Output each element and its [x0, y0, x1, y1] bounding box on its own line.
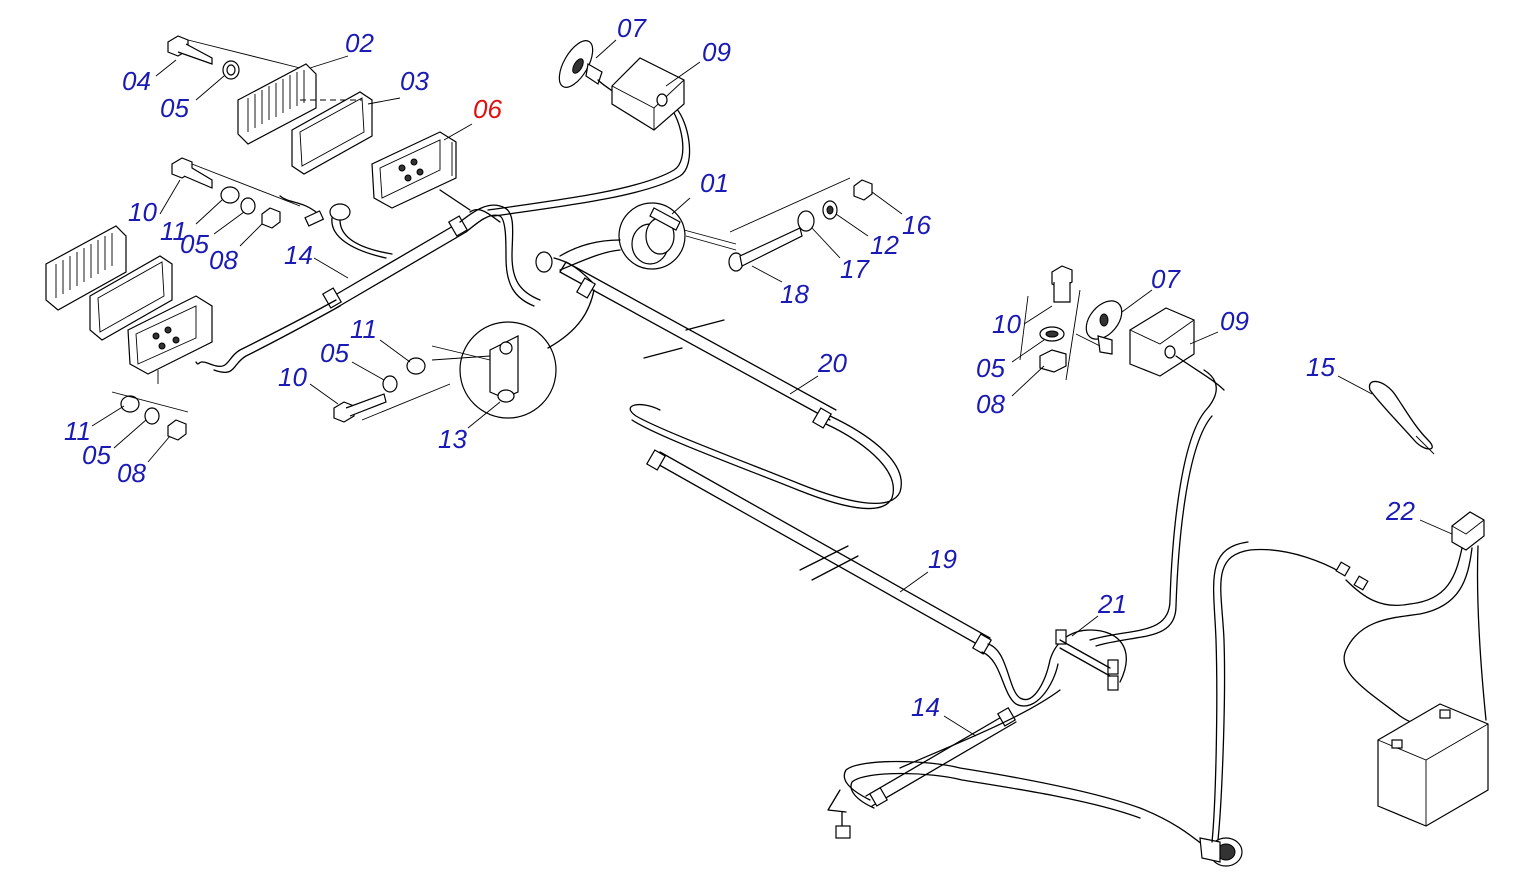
part-label-l04: 04 — [122, 66, 151, 96]
pin-18 — [728, 227, 803, 272]
washer-17 — [797, 210, 815, 232]
part-label-l08b: 08 — [976, 389, 1005, 419]
part-label-l05b: 05 — [180, 229, 209, 259]
part-label-l10a: 10 — [128, 197, 157, 227]
part-label-l07b: 07 — [1151, 264, 1181, 294]
bolt-04 — [167, 35, 301, 69]
part-label-l20: 20 — [817, 348, 847, 378]
horn-cover-09-upper — [611, 57, 685, 131]
part-label-l11a: 11 — [160, 216, 187, 246]
harness-rail-19 — [645, 449, 1127, 707]
washer-05-top — [222, 60, 240, 80]
axis-line-right — [729, 177, 851, 233]
trailer-plug — [1199, 541, 1341, 867]
cable-tie-15 — [1368, 380, 1435, 455]
part-label-l05e: 05 — [82, 440, 111, 470]
horn-07-upper — [558, 40, 617, 95]
part-label-l22: 22 — [1385, 496, 1415, 526]
fastener-set-middle — [333, 357, 451, 423]
fastener-set-lower — [111, 391, 189, 441]
part-label-l14a: 14 — [284, 240, 313, 270]
washer-11-upper — [220, 186, 240, 204]
part-label-l05d: 05 — [320, 338, 349, 368]
nut-08-upper — [261, 207, 281, 229]
bolt-10-upper — [171, 157, 301, 207]
harness-rail-14-upper — [195, 215, 469, 373]
lamp-gasket-lower — [89, 255, 173, 341]
part-label-l18: 18 — [780, 279, 809, 309]
part-label-l13: 13 — [438, 424, 467, 454]
part-label-l08a: 08 — [209, 245, 238, 275]
part-label-l17: 17 — [840, 254, 870, 284]
part-label-l05c: 05 — [976, 353, 1005, 383]
lamp-housing-06 — [371, 131, 457, 209]
part-label-l11b: 11 — [350, 314, 377, 344]
part-label-l09b: 09 — [1220, 306, 1249, 336]
harness-rail-20 — [559, 261, 902, 510]
bolt-10-right — [1051, 265, 1073, 303]
relay-box-22 — [1335, 511, 1487, 726]
nut-08-right — [1039, 349, 1067, 373]
part-label-l15: 15 — [1306, 352, 1335, 382]
main-harness-center — [439, 103, 691, 307]
part-label-l11c: 11 — [64, 416, 91, 446]
part-label-l10b: 10 — [992, 309, 1021, 339]
part-label-l02: 02 — [345, 28, 374, 58]
nut-16 — [853, 179, 873, 201]
washer-05-upper — [240, 197, 256, 215]
part-label-l05a: 05 — [160, 93, 189, 123]
part-label-l07a: 07 — [617, 13, 647, 43]
lamp-gasket-03 — [291, 91, 373, 175]
bracket-detail-13 — [431, 289, 595, 419]
part-label-l21: 21 — [1097, 589, 1127, 619]
part-label-l09a: 09 — [702, 37, 731, 67]
leader-lines — [91, 39, 1453, 737]
part-label-l19: 19 — [928, 544, 957, 574]
part-label-l03: 03 — [400, 66, 429, 96]
harness-21 — [1055, 369, 1217, 691]
part-label-l16: 16 — [902, 210, 931, 240]
part-label-l08c: 08 — [117, 458, 146, 488]
part-label-l12: 12 — [870, 230, 899, 260]
part-label-l06: 06 — [473, 94, 502, 124]
part-label-l14b: 14 — [911, 692, 940, 722]
lamp-grille-lower — [45, 225, 127, 311]
horn-cover-09-right — [1129, 307, 1225, 391]
part-label-l01: 01 — [700, 168, 729, 198]
lamp-connector — [279, 195, 393, 259]
horn-07-right — [1075, 300, 1123, 355]
part-label-l10c: 10 — [278, 362, 307, 392]
switch-assembly-01 — [535, 202, 737, 283]
battery — [1377, 703, 1489, 827]
lamp-housing-lower — [127, 295, 213, 384]
harness-rail-14-lower — [827, 689, 1213, 853]
lamp-grille-02 — [237, 63, 317, 145]
